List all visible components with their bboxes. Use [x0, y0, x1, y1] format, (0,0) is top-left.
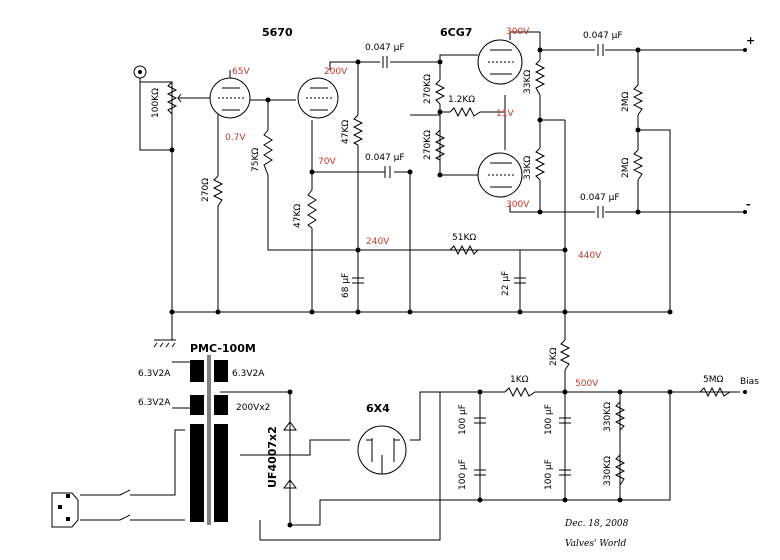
output-minus: -	[746, 198, 751, 211]
voltage-label-9: 440V	[578, 251, 602, 261]
signature-author: Valves' World	[565, 539, 627, 549]
res-label-rk4: 33KΩ	[523, 156, 533, 180]
res-label-pot: 100KΩ	[151, 88, 161, 118]
cap-label-3: 0.047 μF	[583, 31, 623, 41]
res-label-rdec: 51KΩ	[452, 233, 476, 243]
cap-label-2: 0.047 μF	[365, 153, 405, 163]
heater-label-1: 6.3V2A	[138, 369, 171, 379]
res-label-rbias: 5MΩ	[703, 375, 723, 385]
voltage-label-7: 11V	[496, 109, 514, 119]
output-bias: Bias	[740, 377, 759, 387]
power-transformer	[190, 355, 228, 525]
voltage-label-5: 300V	[506, 27, 530, 37]
res-label-rg1: 270KΩ	[423, 74, 433, 104]
voltage-label-1: 65V	[232, 67, 250, 77]
res-label-ro2: 2MΩ	[621, 158, 631, 178]
tube-label-6x4: 6X4	[366, 402, 390, 415]
tube-6x4	[357, 425, 407, 475]
tube-5670-a	[209, 77, 251, 119]
tube-6cg7-a	[477, 39, 523, 85]
cap-label-cf3: 100 μF	[544, 404, 554, 435]
res-label-rk1: 270Ω	[201, 178, 211, 202]
wires	[80, 31, 745, 541]
res-label-rfil: 1KΩ	[510, 375, 529, 385]
hv-label: 200Vx2	[236, 403, 270, 413]
tube-label-6cg7: 6CG7	[440, 26, 472, 39]
res-label-ro1: 2MΩ	[621, 92, 631, 112]
res-label-rbl1: 330KΩ	[603, 402, 613, 432]
diode-label: UF4007x2	[266, 426, 279, 488]
heater-label-3: 6.3V2A	[138, 398, 171, 408]
voltage-label-8: 240V	[366, 237, 390, 247]
ac-inlet	[51, 489, 131, 528]
res-label-rk3: 33KΩ	[523, 70, 533, 94]
tube-6cg7-b	[477, 152, 523, 198]
transformer-label: PMC-100M	[190, 342, 256, 355]
cap-label-cf4: 100 μF	[544, 459, 554, 490]
cap-label-4: 0.047 μF	[580, 193, 620, 203]
heater-label-2: 6.3V2A	[232, 369, 265, 379]
cap-label-cf1: 100 μF	[458, 404, 468, 435]
tube-5670-b	[297, 77, 339, 119]
input-jack	[133, 65, 147, 82]
voltage-label-2: 0.7V	[225, 133, 246, 143]
res-label-rg2: 270KΩ	[423, 130, 433, 160]
signature-date: Dec. 18, 2008	[564, 519, 629, 529]
voltage-label-3: 200V	[324, 67, 348, 77]
cap-label-cd2: 22 μF	[501, 271, 511, 296]
resistors	[212, 59, 731, 486]
tube-label-5670: 5670	[262, 26, 293, 39]
cap-label-cd1: 68 μF	[341, 273, 351, 298]
cap-label-cf2: 100 μF	[458, 459, 468, 490]
voltage-label-10: 500V	[575, 379, 599, 389]
volume-pot	[166, 81, 186, 115]
voltage-label-6: 300V	[506, 200, 530, 210]
junctions	[169, 47, 747, 528]
capacitors	[352, 44, 604, 476]
res-label-rb: 2KΩ	[549, 347, 559, 366]
rectifier-diodes	[283, 392, 297, 525]
output-plus: +	[746, 34, 755, 47]
res-label-rc: 1.2KΩ	[448, 95, 475, 105]
cap-label-1: 0.047 μF	[365, 43, 405, 53]
res-label-rbl2: 330KΩ	[603, 456, 613, 486]
res-label-rk2: 47KΩ	[293, 204, 303, 228]
res-label-rp1: 75KΩ	[251, 148, 261, 172]
voltage-label-4: 70V	[318, 157, 336, 167]
res-label-rp2: 47KΩ	[341, 120, 351, 144]
